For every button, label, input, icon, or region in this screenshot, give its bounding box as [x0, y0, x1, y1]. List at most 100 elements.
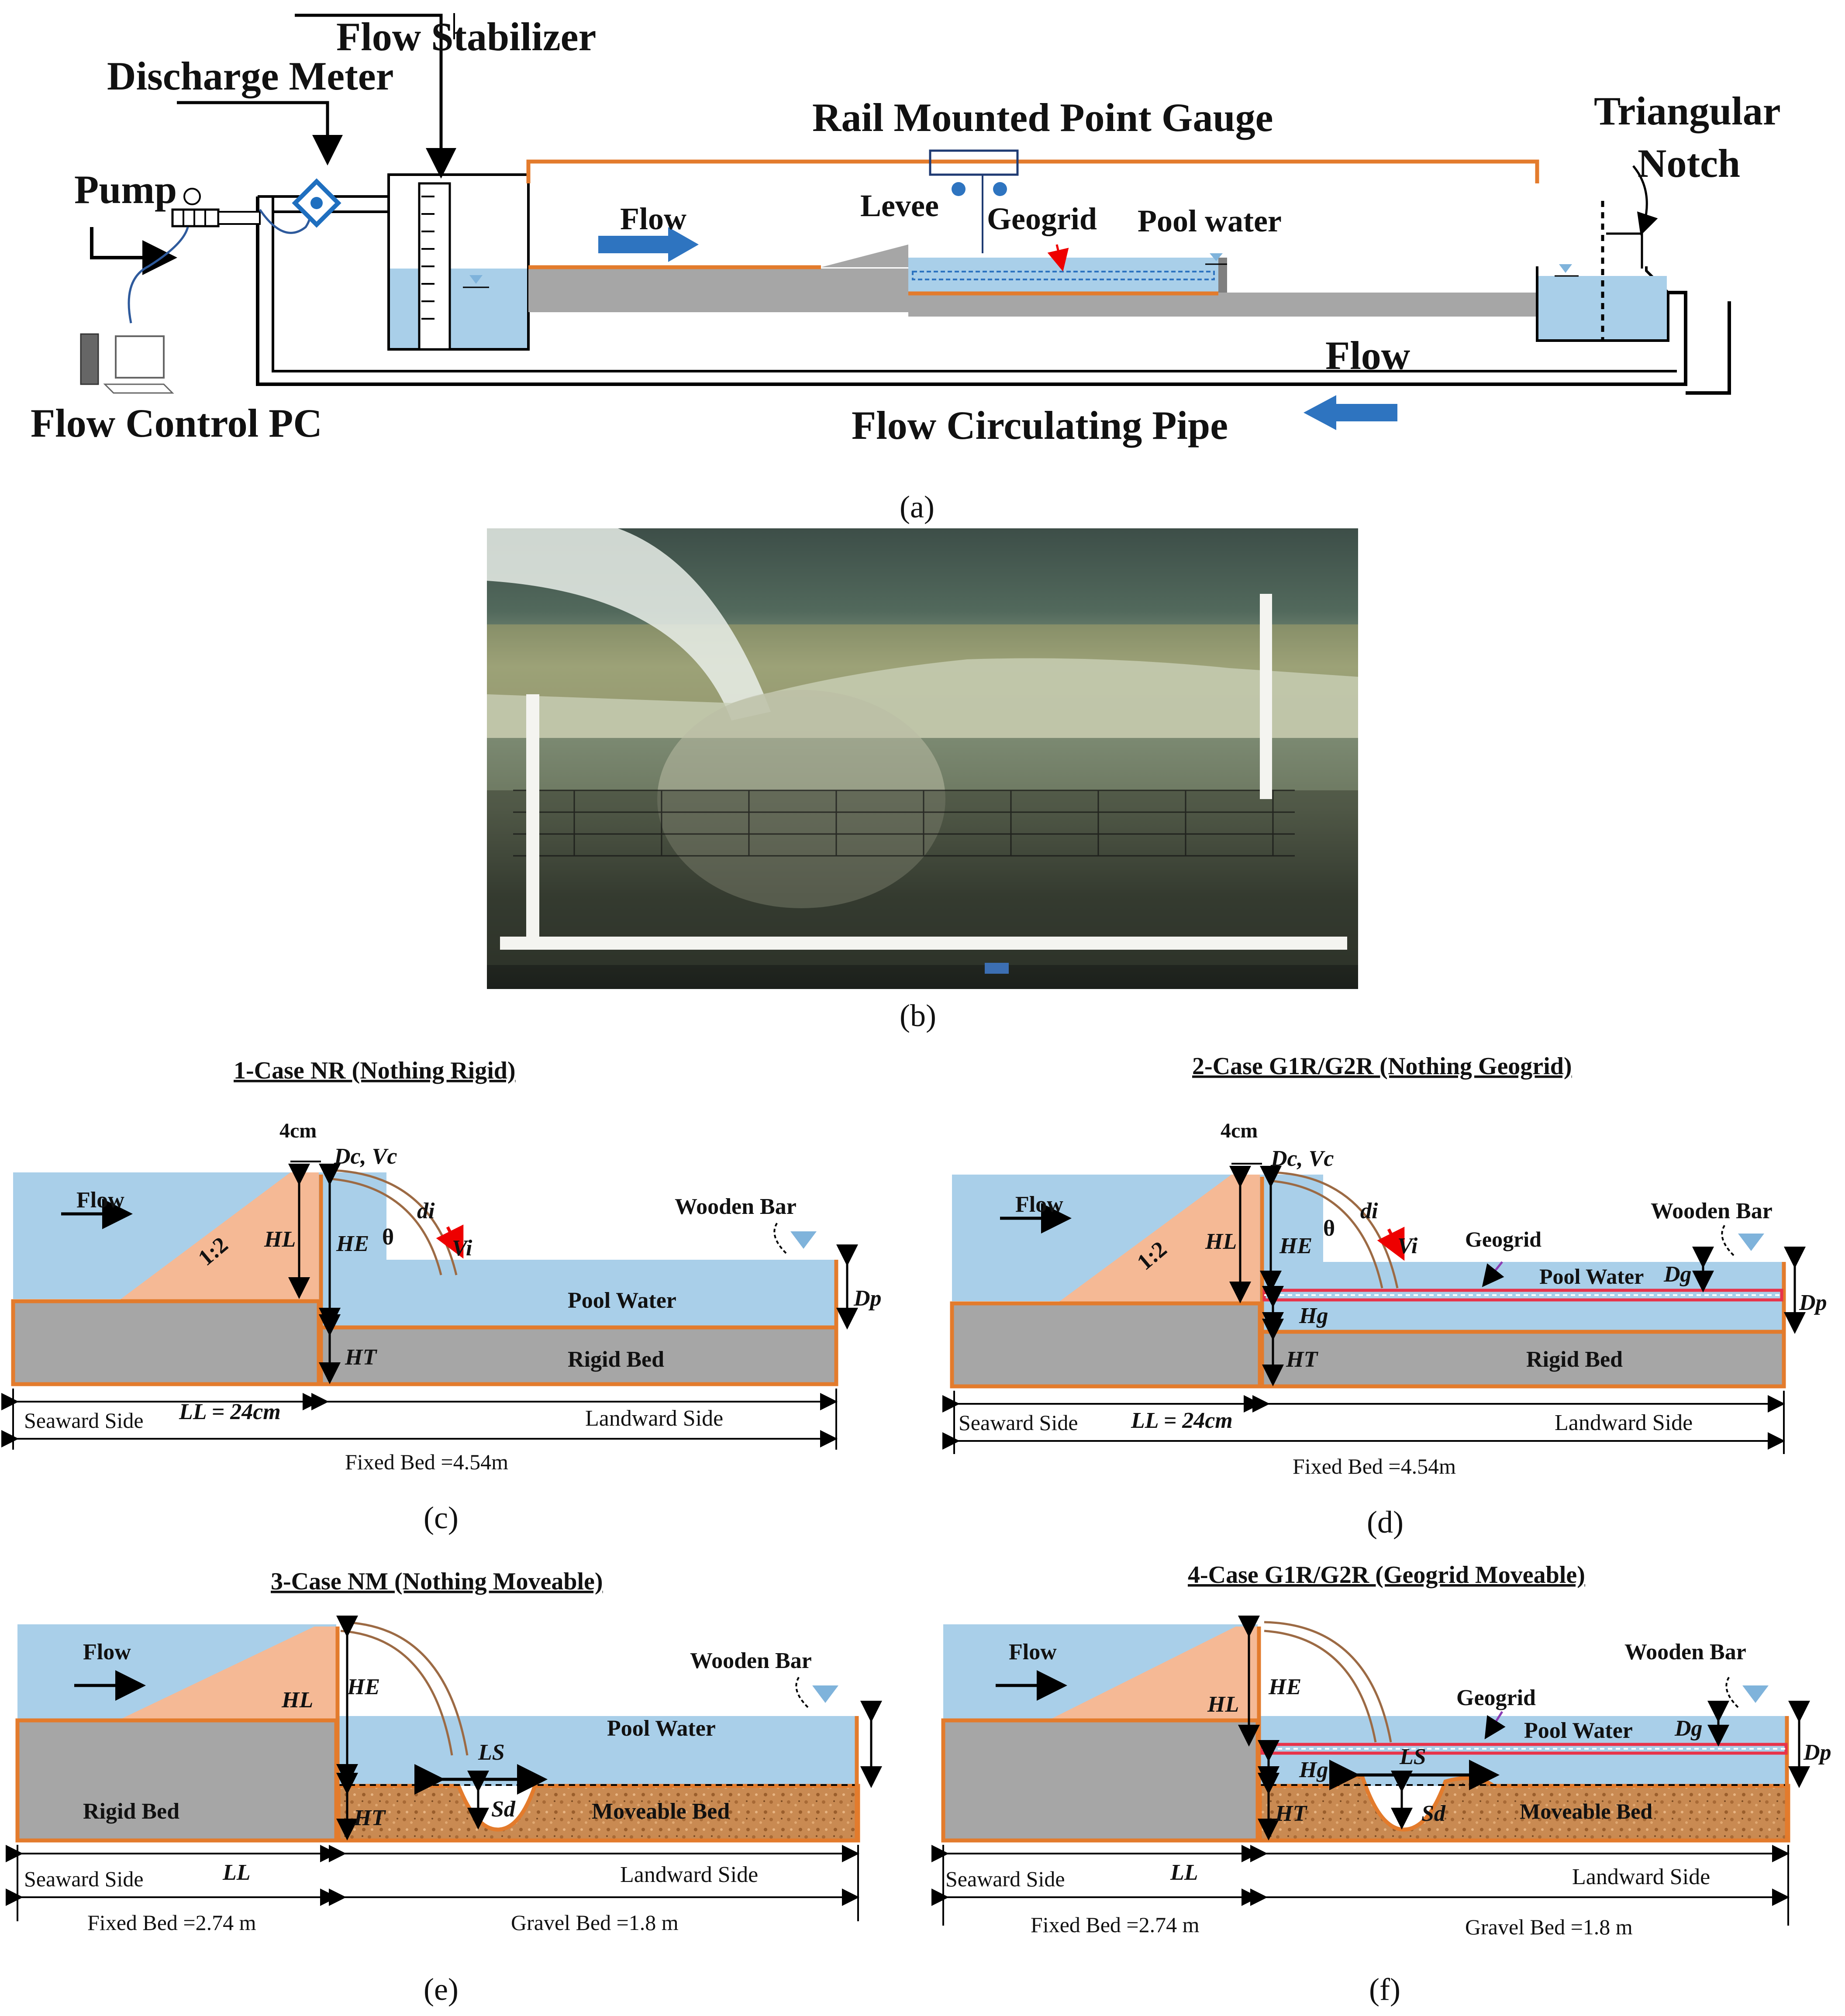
label-flow-top: Flow — [620, 201, 686, 236]
label-ht-e: HT — [353, 1806, 386, 1830]
label-flow-stabilizer: Flow Stabilizer — [336, 14, 596, 59]
label-ls-e: LS — [478, 1740, 505, 1765]
label-theta-c: θ — [382, 1225, 394, 1250]
label-geogrid-f: Geogrid — [1456, 1685, 1536, 1710]
label-pool-water-c: Pool Water — [568, 1288, 676, 1313]
pool-water-d — [1262, 1262, 1784, 1332]
title-f: 4-Case G1R/G2R (Geogrid Moveable) — [1188, 1561, 1585, 1589]
label-landward-d: Landward Side — [1555, 1410, 1693, 1435]
label-di-c: di — [417, 1199, 435, 1223]
levee-shape — [821, 245, 908, 267]
pool-water-c — [321, 1260, 836, 1327]
label-di-d: di — [1360, 1199, 1378, 1223]
label-landward-e: Landward Side — [620, 1862, 758, 1887]
label-hl-e: HL — [281, 1688, 313, 1713]
label-ht-d: HT — [1286, 1347, 1318, 1372]
label-flow-c: Flow — [76, 1188, 124, 1213]
levee-f — [943, 1627, 1258, 1720]
label-theta-d: θ — [1323, 1216, 1335, 1241]
experiment-photo — [487, 528, 1358, 989]
circulating-pipe — [256, 196, 1687, 386]
caption-f: (f) — [1369, 1972, 1400, 2007]
panel-a: Flow Stabilizer Discharge Meter Rail Mou… — [31, 13, 1781, 524]
caption-d: (d) — [1367, 1505, 1404, 1540]
label-dc-vc-c: Dc, Vc — [334, 1144, 397, 1169]
label-ll-f: LL — [1170, 1860, 1198, 1885]
label-dp-f: Dp — [1803, 1740, 1831, 1765]
fixed-bed-d — [950, 1301, 1262, 1389]
label-pool-water-e: Pool Water — [607, 1716, 716, 1741]
title-e: 3-Case NM (Nothing Moveable) — [271, 1568, 603, 1595]
label-rigid-bed-c: Rigid Bed — [568, 1347, 664, 1372]
label-moveable-bed-f: Moveable Bed — [1520, 1799, 1652, 1823]
label-hg-f: Hg — [1299, 1758, 1328, 1782]
water-level-icon — [469, 275, 483, 284]
levee-c — [13, 1172, 319, 1301]
label-triangular: Triangular — [1594, 89, 1781, 133]
downstream-tank — [1536, 266, 1669, 342]
label-ll-d: LL = 24cm — [1131, 1408, 1233, 1433]
experiment-photo-art — [487, 528, 1358, 974]
label-rigid-bed-e: Rigid Bed — [83, 1799, 179, 1824]
channel-bed-downstream — [908, 293, 1537, 317]
label-gravel-bed-f: Gravel Bed =1.8 m — [1465, 1915, 1633, 1939]
panel-d: 2-Case G1R/G2R (Nothing Geogrid) Flow 1:… — [942, 1053, 1827, 1540]
label-dg-d: Dg — [1663, 1262, 1692, 1287]
label-rail-gauge: Rail Mounted Point Gauge — [812, 95, 1273, 140]
label-rigid-bed-d: Rigid Bed — [1526, 1347, 1623, 1372]
levee-d — [952, 1175, 1260, 1303]
label-fixed-bed-f: Fixed Bed =2.74 m — [1031, 1913, 1200, 1937]
label-ls-f: LS — [1399, 1744, 1426, 1769]
label-wooden-bar-d: Wooden Bar — [1651, 1199, 1773, 1223]
label-seaward-f: Seaward Side — [945, 1867, 1065, 1891]
label-seaward-c: Seaward Side — [24, 1408, 144, 1433]
caption-a: (a) — [900, 489, 935, 524]
label-seaward-d: Seaward Side — [959, 1410, 1078, 1435]
label-vi-d: Vi — [1397, 1234, 1418, 1258]
label-top-width-d: 4cm — [1221, 1119, 1258, 1142]
rigid-bed-d — [1260, 1330, 1786, 1389]
label-landward-c: Landward Side — [585, 1406, 723, 1431]
label-levee: Levee — [860, 188, 939, 223]
caption-c: (c) — [424, 1500, 459, 1535]
label-gravel-bed-e: Gravel Bed =1.8 m — [511, 1910, 679, 1935]
title-c: 1-Case NR (Nothing Rigid) — [234, 1057, 516, 1084]
stabilizer-water — [390, 269, 527, 348]
circulating-pipe-inner — [272, 196, 1677, 372]
stabilizer-scale — [421, 196, 435, 320]
gauge-wheel-left — [952, 182, 966, 196]
channel-bed-upstream — [528, 269, 908, 312]
label-discharge-meter: Discharge Meter — [107, 54, 393, 98]
label-wooden-bar-f: Wooden Bar — [1624, 1640, 1746, 1664]
label-fixed-bed-c: Fixed Bed =4.54m — [345, 1450, 508, 1474]
label-fixed-bed-d: Fixed Bed =4.54m — [1293, 1454, 1456, 1478]
label-hl-f: HL — [1207, 1692, 1239, 1717]
flow-arrow-bottom — [1304, 395, 1397, 430]
label-sd-e: Sd — [491, 1797, 516, 1822]
label-he-c: HE — [336, 1231, 369, 1256]
label-geogrid-d: Geogrid — [1465, 1227, 1542, 1251]
caption-e: (e) — [424, 1972, 459, 2007]
fixed-bed-c — [11, 1299, 321, 1386]
rigid-bed-e — [15, 1718, 338, 1843]
label-flow-circulating-pipe: Flow Circulating Pipe — [852, 403, 1228, 448]
label-flow-control-pc: Flow Control PC — [31, 401, 322, 445]
label-he-d: HE — [1279, 1234, 1312, 1258]
label-ll-e: LL — [222, 1860, 251, 1885]
label-landward-f: Landward Side — [1572, 1864, 1710, 1889]
label-seaward-e: Seaward Side — [24, 1867, 144, 1891]
pool-water-tank — [908, 258, 1223, 293]
label-vi-c: Vi — [452, 1236, 472, 1261]
label-moveable-bed-e: Moveable Bed — [592, 1799, 730, 1824]
label-ht-c: HT — [345, 1345, 377, 1370]
label-he-e: HE — [347, 1675, 380, 1699]
panel-e: 3-Case NM (Nothing Moveable) Flow HL HE … — [6, 1568, 882, 2007]
label-hl-d: HL — [1205, 1229, 1237, 1254]
label-dp-d: Dp — [1799, 1290, 1827, 1315]
geogrid-layer — [912, 271, 1215, 280]
label-flow-return: Flow — [1325, 333, 1410, 378]
pc-icon — [80, 333, 174, 394]
label-dc-vc-d: Dc, Vc — [1270, 1146, 1334, 1171]
panel-c: 1-Case NR (Nothing Rigid) Flow 1:2 4cm D… — [1, 1057, 882, 1535]
